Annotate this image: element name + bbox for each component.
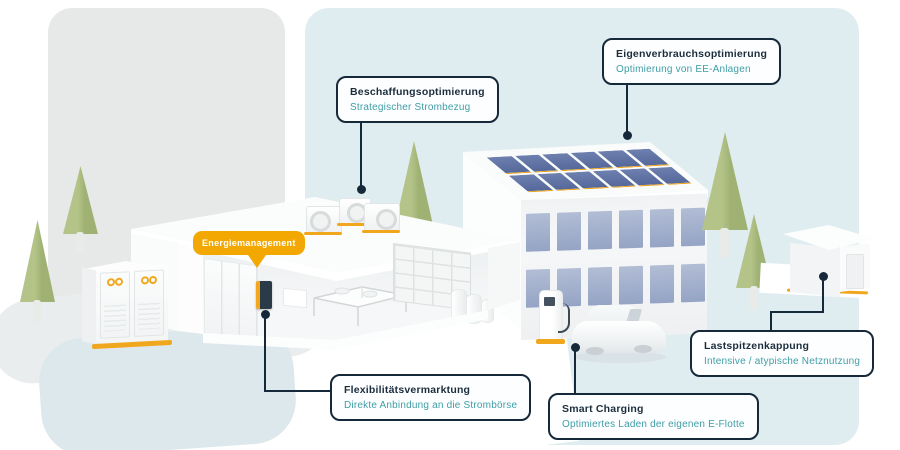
connector-dot (623, 131, 632, 140)
heat-pump (362, 203, 400, 233)
tree-trunk (750, 286, 758, 310)
office-desk (283, 287, 307, 309)
electric-car (572, 303, 668, 365)
shed-left-face (790, 243, 840, 298)
charger-screen (544, 297, 555, 306)
callout-eigenverbrauchsoptimierung: Eigenverbrauchsoptimierung Optimierung v… (602, 38, 782, 85)
window (650, 264, 674, 304)
container-front (96, 264, 168, 346)
window (557, 211, 581, 251)
heat-pump-base (362, 230, 400, 233)
connector-line (770, 311, 772, 333)
callout-title: Flexibilitätsvermarktung (344, 384, 471, 396)
battery-cabinet-row (204, 258, 258, 342)
tree-trunk (33, 300, 41, 324)
connector-line (822, 280, 824, 313)
vent-slats (138, 302, 160, 330)
energy-manager-device (256, 281, 272, 309)
callout-smart-charging: Smart Charging Optimiertes Laden der eig… (548, 393, 759, 440)
window (588, 210, 612, 250)
heat-pump-fan (376, 209, 397, 230)
annex-wall-pillar (178, 243, 203, 334)
window (588, 266, 612, 306)
car-wheel (586, 347, 604, 355)
heat-pump-base (304, 232, 342, 235)
callout-title: Lastspitzenkappung (704, 340, 810, 352)
shed-door (846, 254, 864, 289)
connector-line (264, 390, 332, 392)
charger-base (536, 339, 565, 344)
window (619, 265, 643, 305)
connector-dot (261, 310, 270, 319)
annex-right-wall (488, 242, 520, 310)
callout-lastspitzenkappung: Lastspitzenkappung Intensive / atypische… (690, 330, 875, 377)
vent-slats (104, 304, 126, 332)
callout-beschaffungsoptimierung: Beschaffungsoptimierung Strategischer St… (336, 76, 499, 123)
callout-flexibilitaetsvermarktung: Flexibilitätsvermarktung Direkte Anbindu… (330, 374, 532, 421)
window (619, 209, 643, 249)
infinity-logo-icon (140, 276, 158, 286)
callout-subtitle: Intensive / atypische Netznutzung (704, 356, 861, 367)
container-door (134, 269, 164, 338)
callout-subtitle: Optimiertes Laden der eigenen E-Flotte (562, 419, 745, 430)
callout-title: Smart Charging (562, 403, 644, 415)
badge-pointer (248, 255, 266, 268)
car-wheel (634, 345, 652, 353)
window (526, 212, 550, 252)
callout-title: Beschaffungsoptimierung (350, 86, 485, 98)
connector-line (574, 349, 576, 395)
connector-dot (819, 272, 828, 281)
window (681, 207, 705, 247)
infinity-logo-icon (106, 278, 124, 288)
energiemanagement-badge: Energiemanagement (193, 231, 305, 255)
connector-line (264, 316, 266, 392)
window (681, 263, 705, 303)
charger-cable (558, 303, 570, 333)
heat-pump-fan (310, 211, 331, 232)
window (650, 208, 674, 248)
container-side (82, 267, 96, 345)
heat-pump (304, 206, 342, 235)
tree-trunk (76, 232, 84, 254)
heat-pump-base (337, 223, 371, 226)
tree-trunk (720, 228, 729, 258)
heat-pump (337, 198, 371, 226)
connector-line (626, 80, 628, 134)
connector-dot (357, 185, 366, 194)
callout-subtitle: Direkte Anbindung an die Strombörse (344, 400, 518, 411)
container-door (100, 271, 130, 339)
connector-line (360, 118, 362, 188)
connector-line (770, 311, 824, 313)
callout-subtitle: Strategischer Strombezug (350, 102, 471, 113)
callout-title: Eigenverbrauchsoptimierung (616, 48, 768, 60)
callout-subtitle: Optimierung von EE-Anlagen (616, 64, 751, 75)
connector-dot (571, 343, 580, 352)
